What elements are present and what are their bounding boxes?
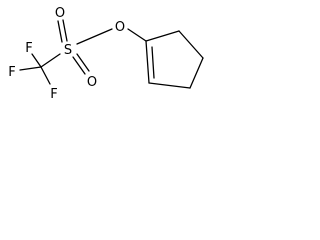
bond-s-o-bottom-a	[72, 56, 86, 75]
atom-f-top: F	[25, 41, 32, 56]
atom-o-ester: O	[115, 20, 125, 35]
bonds	[19, 19, 204, 89]
bond-s-o-bottom-b	[76, 53, 90, 72]
bond-o-c1	[127, 28, 147, 42]
bond-c-f-left	[19, 66, 42, 71]
bond-c-s	[40, 53, 61, 68]
bond-s-o-top-b	[62, 19, 68, 42]
atom-f-bottom: F	[50, 87, 57, 102]
atom-f-left: F	[8, 65, 15, 80]
atom-s: S	[64, 43, 72, 58]
bond-c-f-bottom	[40, 66, 51, 85]
atom-o-top: O	[55, 6, 65, 21]
atom-o-bottom: O	[87, 75, 97, 90]
molecule-diagram: F F F S O O O	[8, 6, 204, 102]
bond-c1-c2	[145, 40, 150, 84]
bond-s-o-ester	[76, 28, 113, 45]
bond-c3-c4	[189, 57, 204, 89]
bond-c1-c2-inner	[151, 46, 155, 79]
bond-s-o-top-a	[57, 20, 63, 43]
bond-c2-c3	[148, 82, 191, 89]
bond-c4-c5	[178, 30, 204, 59]
bond-c5-c1	[145, 30, 180, 42]
bond-c-f-top	[31, 53, 42, 68]
atom-labels: F F F S O O O	[8, 6, 125, 102]
